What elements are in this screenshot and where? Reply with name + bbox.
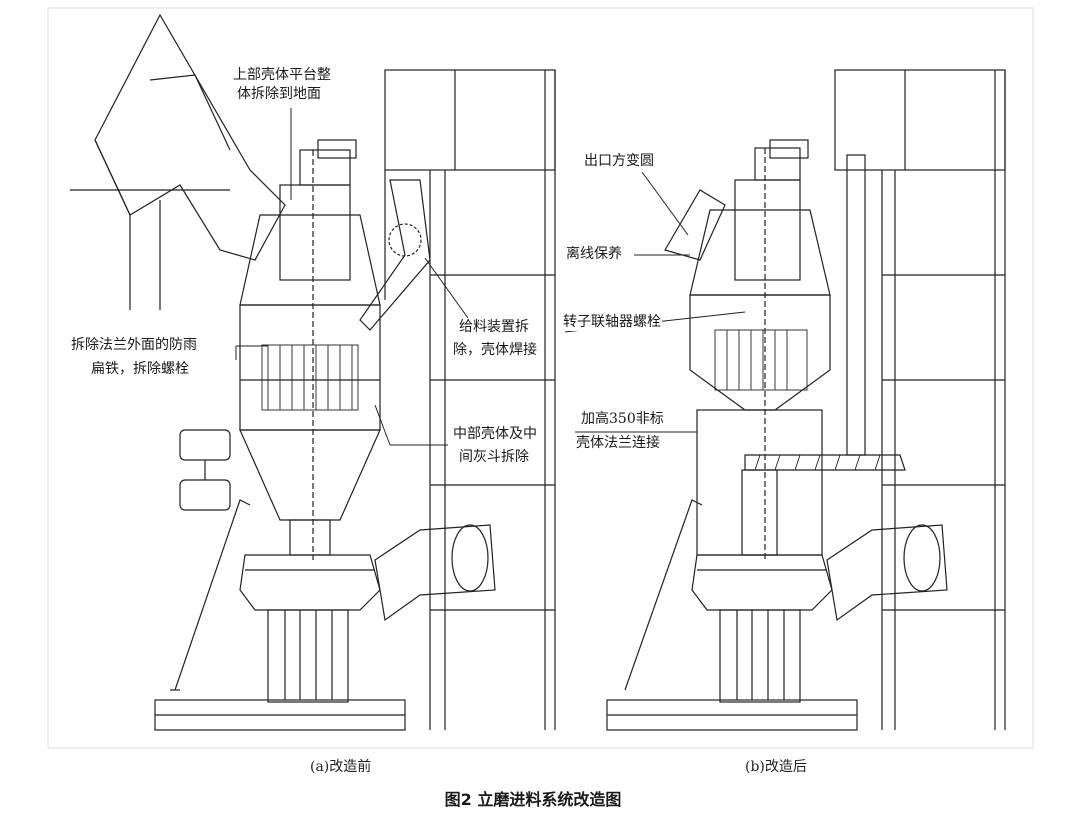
label-feeder-removal-1: 给料装置拆 bbox=[458, 318, 530, 336]
label-middle-shell-2: 间灰斗拆除 bbox=[458, 448, 530, 466]
label-outlet-square-round: 出口方变圆 bbox=[583, 152, 655, 170]
label-rain-guard-1: 拆除法兰外面的防雨 bbox=[70, 336, 198, 354]
label-middle-shell-1: 中部壳体及中 bbox=[452, 425, 538, 443]
figure-title: 图2 立磨进料系统改造图 bbox=[444, 790, 622, 809]
label-raised-350-1: 加高350非标 bbox=[580, 410, 665, 428]
label-feeder-removal-2: 除，壳体焊接 bbox=[452, 341, 538, 359]
panel-b-leaders bbox=[564, 171, 746, 433]
label-upper-shell-platform-2: 体拆除到地面 bbox=[236, 85, 322, 103]
panel-a-leaders bbox=[235, 108, 469, 446]
caption-panel-a: (a)改造前 bbox=[310, 759, 372, 775]
panel-a-drawing bbox=[70, 13, 556, 731]
panel-b-drawing bbox=[606, 69, 1006, 731]
label-raised-350-2: 壳体法兰连接 bbox=[575, 434, 661, 452]
caption-panel-b: (b)改造后 bbox=[745, 759, 807, 775]
label-rain-guard-2: 扁铁，拆除螺栓 bbox=[90, 360, 190, 378]
drawing-frame bbox=[47, 7, 1034, 749]
label-upper-shell-platform-1: 上部壳体平台整 bbox=[232, 66, 332, 84]
label-rotor-coupling-bolts: 转子联轴器螺栓 bbox=[562, 313, 662, 331]
label-offline-maintenance: 离线保养 bbox=[565, 245, 623, 263]
